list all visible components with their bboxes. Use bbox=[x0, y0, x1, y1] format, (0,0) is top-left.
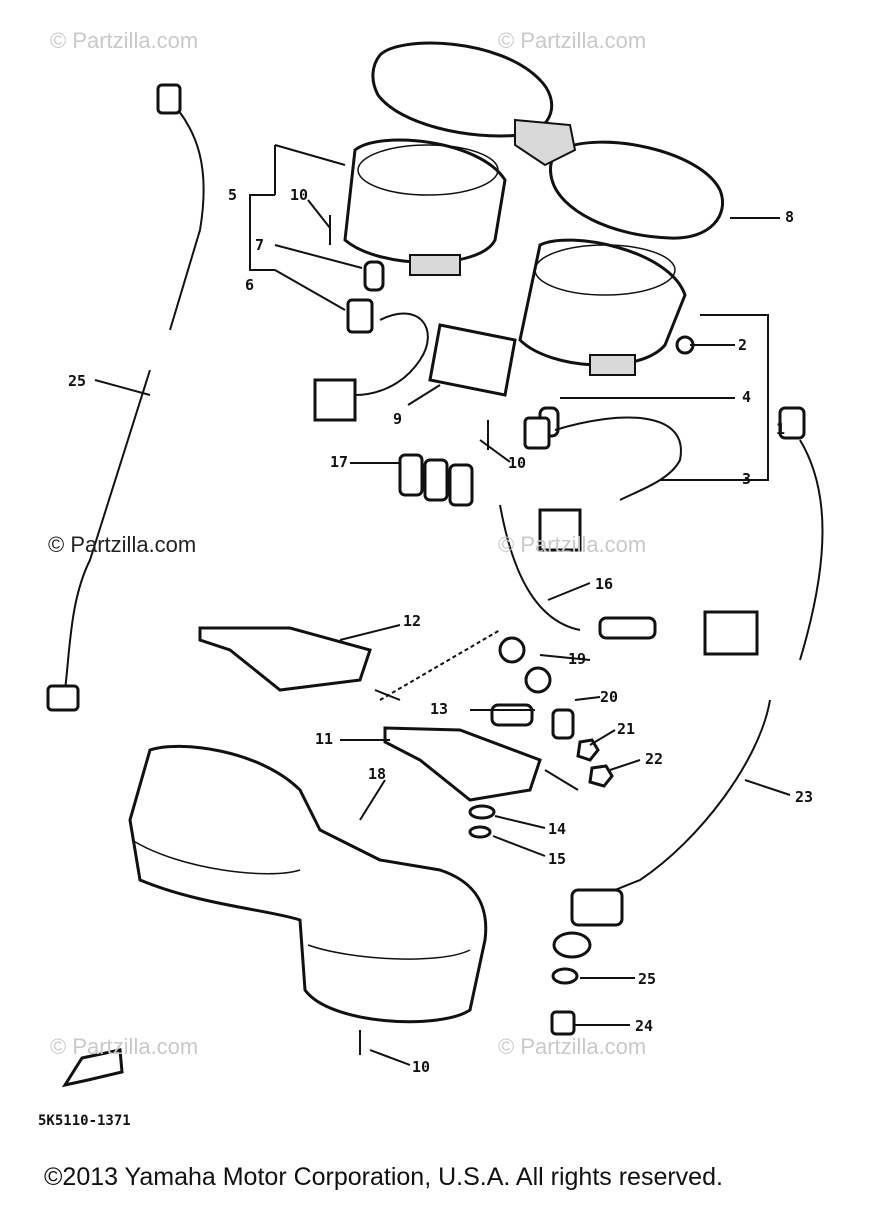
callout-5[interactable]: 5 bbox=[228, 186, 238, 204]
watermark: © Partzilla.com bbox=[498, 1034, 647, 1059]
callout-3[interactable]: 3 bbox=[742, 470, 752, 488]
callout-14[interactable]: 14 bbox=[548, 820, 567, 838]
callout-7[interactable]: 7 bbox=[255, 236, 265, 254]
part-23-tachometer-cable bbox=[552, 406, 824, 959]
watermark: © Partzilla.com bbox=[498, 28, 647, 53]
callout-25[interactable]: 25 bbox=[638, 970, 657, 988]
part-26-speedometer-cable bbox=[46, 83, 205, 712]
callout-1[interactable]: 1 bbox=[776, 420, 786, 438]
figure-code: 5K5110-1371 bbox=[38, 1113, 131, 1129]
watermark: © Partzilla.com bbox=[50, 1034, 199, 1059]
callout-24[interactable]: 24 bbox=[635, 1017, 654, 1035]
part-9-indicator-housing bbox=[313, 323, 517, 422]
leader-lines bbox=[94, 144, 791, 1066]
callout-6[interactable]: 6 bbox=[245, 276, 255, 294]
callout-22[interactable]: 22 bbox=[645, 750, 664, 768]
callout-19[interactable]: 19 bbox=[568, 650, 587, 668]
callout-11[interactable]: 11 bbox=[315, 730, 334, 748]
part-1-tachometer bbox=[518, 238, 695, 376]
watermark: © Partzilla.com bbox=[48, 532, 197, 557]
callout-10[interactable]: 10 bbox=[412, 1058, 431, 1076]
part-18-meter-case bbox=[128, 744, 488, 1024]
part-5-speedometer bbox=[343, 138, 507, 276]
small-hardware bbox=[329, 215, 614, 1055]
forward-arrow-icon bbox=[61, 1048, 124, 1088]
callout-8[interactable]: 8 bbox=[785, 208, 795, 226]
callout-13[interactable]: 13 bbox=[430, 700, 449, 718]
callout-9[interactable]: 9 bbox=[393, 410, 403, 428]
callout-10[interactable]: 10 bbox=[508, 454, 527, 472]
callout-2[interactable]: 2 bbox=[738, 336, 748, 354]
watermark: © Partzilla.com bbox=[498, 532, 647, 557]
brackets bbox=[198, 626, 579, 802]
wire-harnesses bbox=[354, 312, 759, 656]
callout-25[interactable]: 25 bbox=[68, 372, 87, 390]
callout-20[interactable]: 20 bbox=[600, 688, 619, 706]
callout-17[interactable]: 17 bbox=[330, 453, 349, 471]
watermark: © Partzilla.com bbox=[50, 28, 199, 53]
callout-4[interactable]: 4 bbox=[742, 388, 752, 406]
part-8-meter-cover bbox=[371, 41, 724, 240]
bulbs-and-sockets bbox=[346, 260, 560, 507]
callout-23[interactable]: 23 bbox=[795, 788, 814, 806]
callout-18[interactable]: 18 bbox=[368, 765, 387, 783]
copyright-notice: ©2013 Yamaha Motor Corporation, U.S.A. A… bbox=[44, 1163, 723, 1191]
callout-21[interactable]: 21 bbox=[617, 720, 636, 738]
callout-10[interactable]: 10 bbox=[290, 186, 309, 204]
callout-16[interactable]: 16 bbox=[595, 575, 614, 593]
callout-15[interactable]: 15 bbox=[548, 850, 567, 868]
callout-12[interactable]: 12 bbox=[403, 612, 422, 630]
